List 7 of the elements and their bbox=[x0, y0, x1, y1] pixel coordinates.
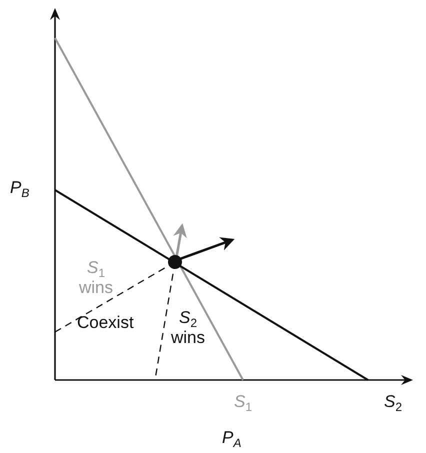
region-label: S$_{1}$ wins bbox=[78, 258, 114, 298]
axis-label: P$_{B}$ bbox=[10, 178, 30, 198]
axis-label: P$_{A}$ bbox=[222, 428, 242, 448]
region-label: Coexist bbox=[77, 313, 134, 333]
line-label: S$_{1}$ bbox=[234, 392, 252, 412]
line-label: S$_{2}$ bbox=[384, 392, 402, 412]
region-label: S$_{2}$ wins bbox=[170, 308, 206, 348]
